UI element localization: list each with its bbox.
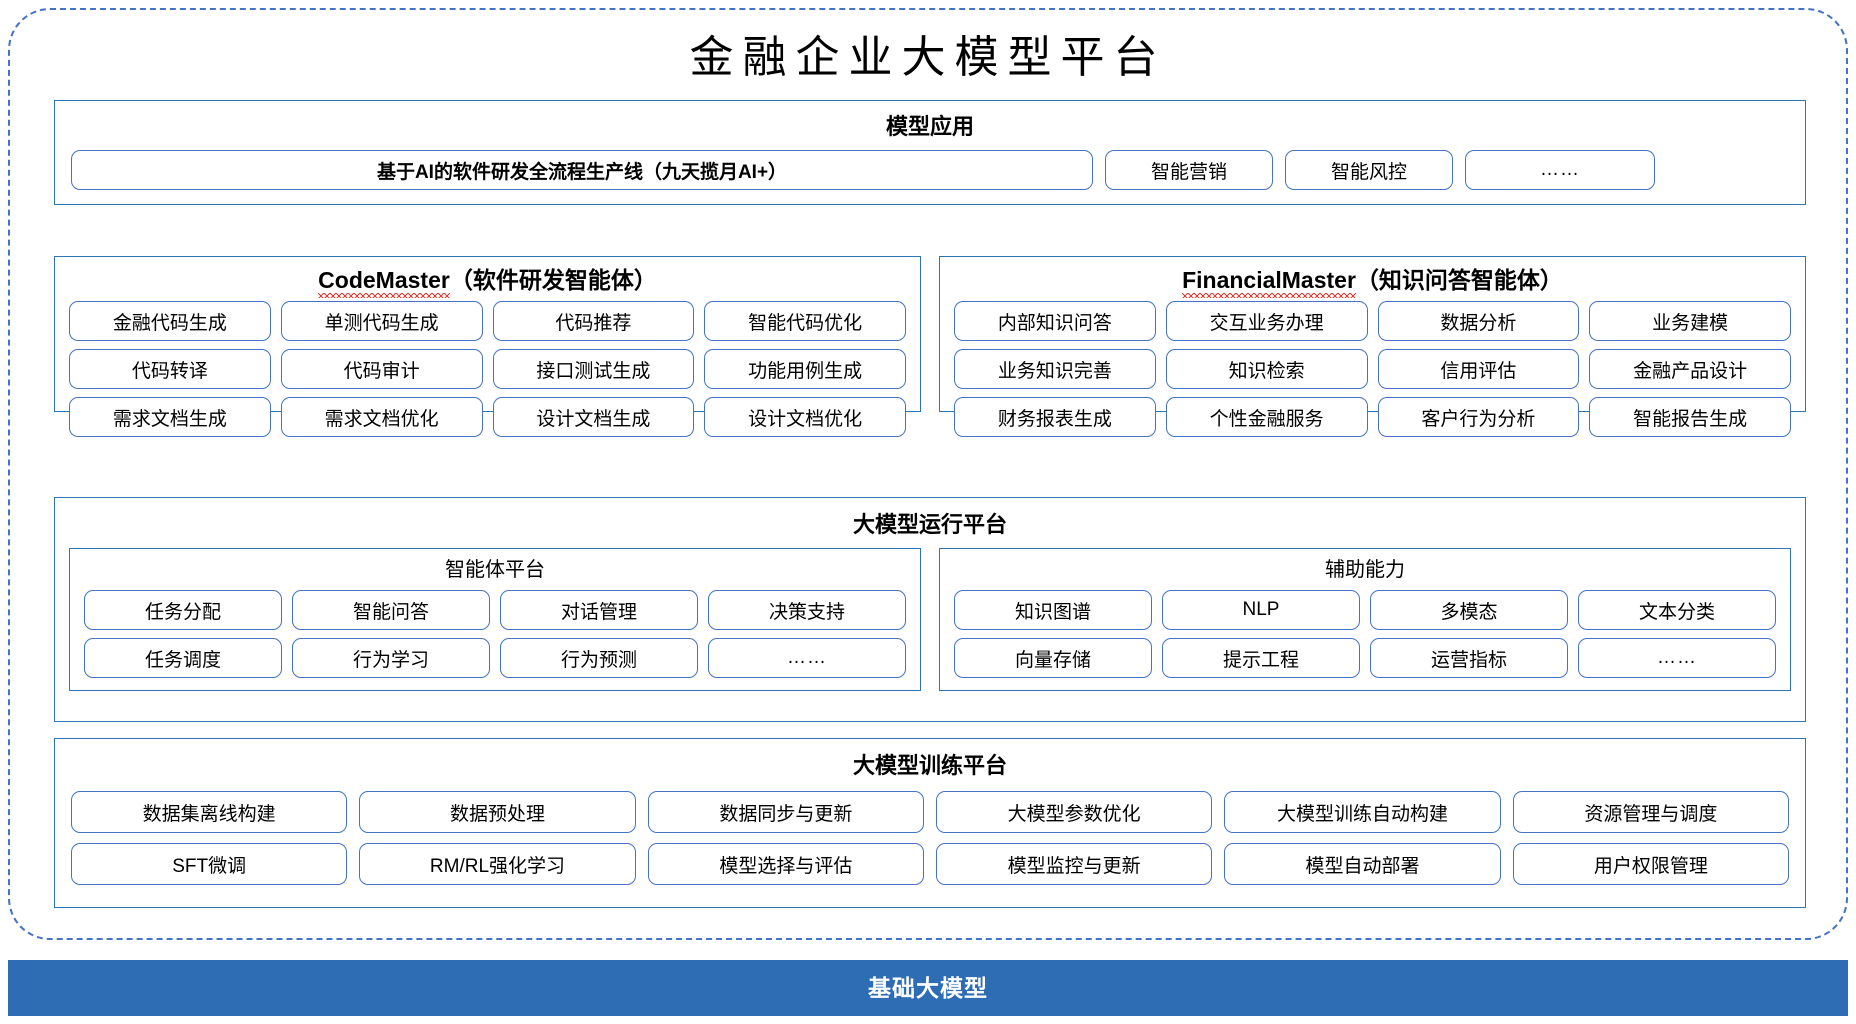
chip-fm-5[interactable]: 知识检索 bbox=[1165, 349, 1368, 389]
chip-tp-5[interactable]: 资源管理与调度 bbox=[1512, 791, 1789, 833]
agent-panel-codemaster: CodeMaster（软件研发智能体） 金融代码生成 单测代码生成 代码推荐 智… bbox=[54, 256, 921, 437]
app-chip-smart-marketing[interactable]: 智能营销 bbox=[1105, 150, 1273, 190]
chip-ac-1[interactable]: NLP bbox=[1162, 590, 1360, 630]
section-model-application: 模型应用 基于AI的软件研发全流程生产线（九天揽月AI+） 智能营销 智能风控 … bbox=[54, 100, 1806, 205]
chip-ap-0[interactable]: 任务分配 bbox=[84, 590, 282, 630]
chip-ap-2[interactable]: 对话管理 bbox=[500, 590, 698, 630]
section-agents: CodeMaster（软件研发智能体） 金融代码生成 单测代码生成 代码推荐 智… bbox=[54, 256, 1806, 437]
chip-fm-2[interactable]: 数据分析 bbox=[1377, 301, 1580, 341]
chip-tp-3[interactable]: 大模型参数优化 bbox=[936, 791, 1213, 833]
chip-tp-10[interactable]: 模型自动部署 bbox=[1224, 843, 1501, 885]
chip-cm-1[interactable]: 单测代码生成 bbox=[280, 301, 483, 341]
training-platform-grid: 数据集离线构建 数据预处理 数据同步与更新 大模型参数优化 大模型训练自动构建 … bbox=[71, 791, 1789, 885]
agent-name-financialmaster: FinancialMaster bbox=[1182, 267, 1356, 298]
platform-outer-frame: 金融企业大模型平台 模型应用 基于AI的软件研发全流程生产线（九天揽月AI+） … bbox=[8, 8, 1848, 940]
chip-ac-7-more[interactable]: …… bbox=[1578, 638, 1776, 678]
chip-fm-3[interactable]: 业务建模 bbox=[1589, 301, 1791, 341]
subsection-title-agent-platform: 智能体平台 bbox=[445, 559, 545, 581]
chip-tp-4[interactable]: 大模型训练自动构建 bbox=[1224, 791, 1501, 833]
chip-fm-1[interactable]: 交互业务办理 bbox=[1165, 301, 1368, 341]
codemaster-capability-grid: 金融代码生成 单测代码生成 代码推荐 智能代码优化 代码转译 代码审计 接口测试… bbox=[69, 301, 906, 437]
chip-cm-11[interactable]: 设计文档优化 bbox=[704, 397, 906, 437]
chip-cm-2[interactable]: 代码推荐 bbox=[492, 301, 695, 341]
page-title: 金融企业大模型平台 bbox=[689, 33, 1167, 82]
chip-ac-0[interactable]: 知识图谱 bbox=[954, 590, 1152, 630]
chip-ac-4[interactable]: 向量存储 bbox=[954, 638, 1152, 678]
agent-name-codemaster: CodeMaster bbox=[318, 267, 450, 298]
chip-ap-6[interactable]: 行为预测 bbox=[500, 638, 698, 678]
section-training-platform: 大模型训练平台 数据集离线构建 数据预处理 数据同步与更新 大模型参数优化 大模… bbox=[54, 738, 1806, 908]
chip-ac-5[interactable]: 提示工程 bbox=[1162, 638, 1360, 678]
chip-fm-9[interactable]: 个性金融服务 bbox=[1165, 397, 1368, 437]
chip-tp-9[interactable]: 模型监控与更新 bbox=[936, 843, 1213, 885]
base-model-bar: 基础大模型 bbox=[8, 960, 1848, 1016]
section-title-model-application: 模型应用 bbox=[885, 114, 974, 139]
agent-platform-grid: 任务分配 智能问答 对话管理 决策支持 任务调度 行为学习 行为预测 …… bbox=[84, 590, 906, 678]
section-title-training-platform: 大模型训练平台 bbox=[852, 753, 1007, 778]
app-chip-smart-risk-control[interactable]: 智能风控 bbox=[1285, 150, 1453, 190]
chip-tp-11[interactable]: 用户权限管理 bbox=[1512, 843, 1789, 885]
chip-cm-7[interactable]: 功能用例生成 bbox=[704, 349, 906, 389]
chip-ap-4[interactable]: 任务调度 bbox=[84, 638, 282, 678]
chip-fm-0[interactable]: 内部知识问答 bbox=[954, 301, 1156, 341]
chip-cm-6[interactable]: 接口测试生成 bbox=[492, 349, 695, 389]
model-application-row: 基于AI的软件研发全流程生产线（九天揽月AI+） 智能营销 智能风控 …… bbox=[71, 150, 1789, 190]
app-chip-ai-pipeline[interactable]: 基于AI的软件研发全流程生产线（九天揽月AI+） bbox=[71, 150, 1093, 190]
chip-tp-7[interactable]: RM/RL强化学习 bbox=[359, 843, 636, 885]
chip-cm-10[interactable]: 设计文档生成 bbox=[492, 397, 695, 437]
chip-tp-1[interactable]: 数据预处理 bbox=[359, 791, 636, 833]
chip-cm-9[interactable]: 需求文档优化 bbox=[280, 397, 483, 437]
chip-tp-6[interactable]: SFT微调 bbox=[71, 843, 348, 885]
chip-ap-3[interactable]: 决策支持 bbox=[708, 590, 906, 630]
agent-title-financialmaster: FinancialMaster（知识问答智能体） bbox=[954, 265, 1791, 301]
subsection-title-assist-capability: 辅助能力 bbox=[1325, 559, 1405, 581]
chip-fm-8[interactable]: 财务报表生成 bbox=[954, 397, 1156, 437]
chip-fm-10[interactable]: 客户行为分析 bbox=[1377, 397, 1580, 437]
section-title-runtime-platform: 大模型运行平台 bbox=[852, 512, 1007, 537]
section-runtime-platform: 大模型运行平台 智能体平台 任务分配 智能问答 对话管理 决策支持 任务调度 行… bbox=[54, 497, 1806, 722]
chip-cm-0[interactable]: 金融代码生成 bbox=[69, 301, 271, 341]
chip-ap-7-more[interactable]: …… bbox=[708, 638, 906, 678]
chip-fm-7[interactable]: 金融产品设计 bbox=[1589, 349, 1791, 389]
assist-capability-grid: 知识图谱 NLP 多模态 文本分类 向量存储 提示工程 运营指标 …… bbox=[954, 590, 1776, 678]
agent-suffix-codemaster: （软件研发智能体） bbox=[449, 267, 657, 293]
chip-tp-2[interactable]: 数据同步与更新 bbox=[647, 791, 924, 833]
chip-cm-8[interactable]: 需求文档生成 bbox=[69, 397, 271, 437]
chip-cm-5[interactable]: 代码审计 bbox=[280, 349, 483, 389]
chip-fm-4[interactable]: 业务知识完善 bbox=[954, 349, 1156, 389]
chip-ap-1[interactable]: 智能问答 bbox=[292, 590, 490, 630]
chip-cm-4[interactable]: 代码转译 bbox=[69, 349, 271, 389]
chip-ac-3[interactable]: 文本分类 bbox=[1578, 590, 1776, 630]
chip-fm-11[interactable]: 智能报告生成 bbox=[1589, 397, 1791, 437]
chip-ap-5[interactable]: 行为学习 bbox=[292, 638, 490, 678]
agent-title-codemaster: CodeMaster（软件研发智能体） bbox=[69, 265, 906, 301]
app-chip-more[interactable]: …… bbox=[1465, 150, 1655, 190]
chip-ac-2[interactable]: 多模态 bbox=[1370, 590, 1568, 630]
base-model-label: 基础大模型 bbox=[868, 974, 988, 1001]
agent-suffix-financialmaster: （知识问答智能体） bbox=[1355, 267, 1563, 293]
runtime-columns: 智能体平台 任务分配 智能问答 对话管理 决策支持 任务调度 行为学习 行为预测… bbox=[69, 548, 1791, 691]
chip-cm-3[interactable]: 智能代码优化 bbox=[704, 301, 906, 341]
chip-ac-6[interactable]: 运营指标 bbox=[1370, 638, 1568, 678]
chip-tp-8[interactable]: 模型选择与评估 bbox=[647, 843, 924, 885]
runtime-col-agent-platform: 智能体平台 任务分配 智能问答 对话管理 决策支持 任务调度 行为学习 行为预测… bbox=[69, 548, 921, 691]
chip-tp-0[interactable]: 数据集离线构建 bbox=[71, 791, 348, 833]
agent-panel-financialmaster: FinancialMaster（知识问答智能体） 内部知识问答 交互业务办理 数… bbox=[939, 256, 1806, 437]
runtime-col-assist-capability: 辅助能力 知识图谱 NLP 多模态 文本分类 向量存储 提示工程 运营指标 …… bbox=[939, 548, 1791, 691]
chip-fm-6[interactable]: 信用评估 bbox=[1377, 349, 1580, 389]
financialmaster-capability-grid: 内部知识问答 交互业务办理 数据分析 业务建模 业务知识完善 知识检索 信用评估… bbox=[954, 301, 1791, 437]
